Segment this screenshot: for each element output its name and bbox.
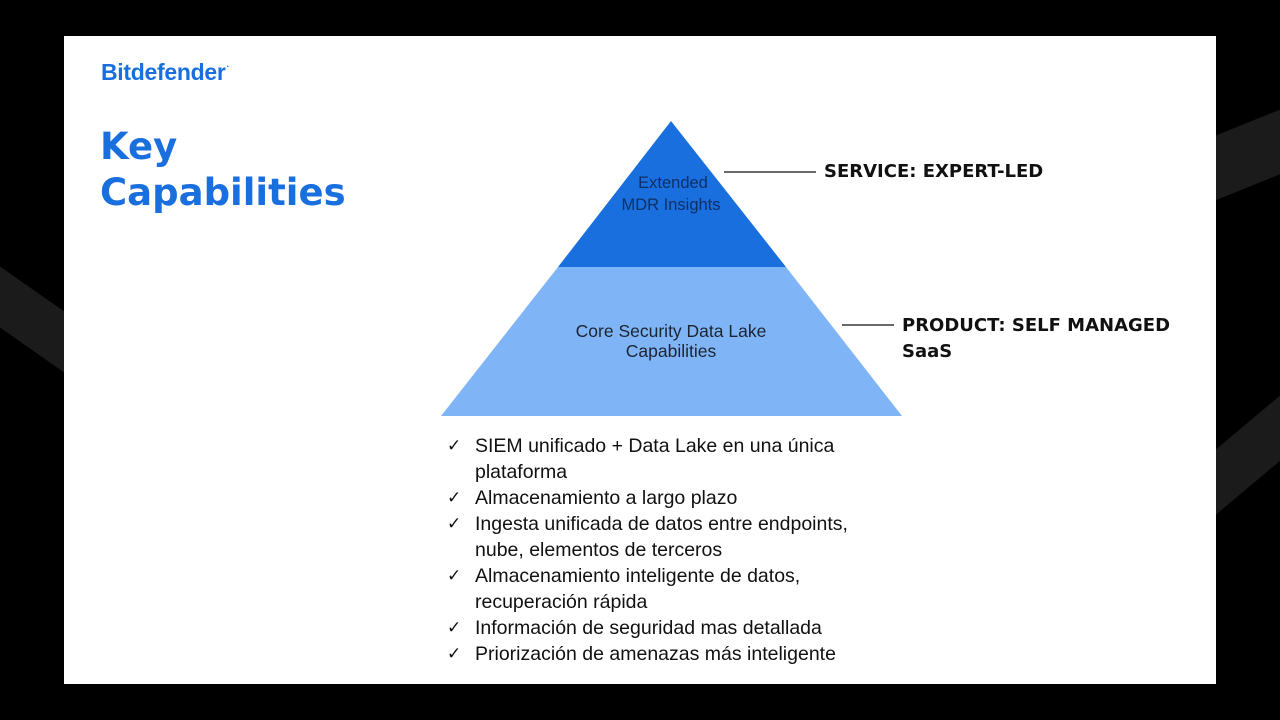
checkmark-icon: ✓ [447,488,462,508]
top-tier-label-line2: MDR Insights [621,196,720,214]
top-tier-label-line1: Extended [638,174,708,192]
list-item-line2: nube, elementos de terceros [475,539,723,561]
list-item: ✓ Almacenamiento inteligente de datos, r… [447,563,917,615]
checkmark-icon: ✓ [447,514,462,534]
list-item-line1: Almacenamiento a largo plazo [475,487,738,509]
logo-text: Bitdefender [101,59,226,85]
list-item-line1: Priorización de amenazas más inteligente [475,643,836,665]
product-label-line2: SaaS [902,341,953,362]
product-label-line1: PRODUCT: SELF MANAGED [902,315,1171,336]
bottom-tier-label-line2: Capabilities [626,341,717,361]
service-label: SERVICE: EXPERT-LED [824,161,1044,182]
bitdefender-logo: Bitdefender. [101,59,229,86]
pyramid-bottom-tier [441,267,902,416]
capability-pyramid: Extended MDR Insights Core Security Data… [441,121,902,416]
list-item: ✓ Ingesta unificada de datos entre endpo… [447,511,917,563]
slide-title-line2: Capabilities [100,171,346,214]
list-item: ✓ Información de seguridad mas detallada [447,615,917,641]
slide-title-line1: Key [100,125,178,168]
product-label: PRODUCT: SELF MANAGED SaaS [902,313,1202,365]
list-item: ✓ SIEM unificado + Data Lake en una únic… [447,433,917,485]
list-item: ✓ Almacenamiento a largo plazo [447,485,917,511]
capabilities-list: ✓ SIEM unificado + Data Lake en una únic… [447,433,917,667]
list-item-line1: Información de seguridad mas detallada [475,617,822,639]
list-item-line1: SIEM unificado + Data Lake en una única [475,435,835,457]
list-item-line2: recuperación rápida [475,591,648,613]
checkmark-icon: ✓ [447,644,462,664]
list-item-line1: Almacenamiento inteligente de datos, [475,565,801,587]
checkmark-icon: ✓ [447,436,462,456]
pyramid-top-tier [558,121,786,267]
bottom-tier-label-line1: Core Security Data Lake [576,321,767,341]
list-item-line2: plataforma [475,461,568,483]
slide-title: Key Capabilities [100,124,346,216]
slide: Bitdefender. Key Capabilities Extended M… [64,36,1216,684]
list-item-line1: Ingesta unificada de datos entre endpoin… [475,513,848,535]
checkmark-icon: ✓ [447,618,462,638]
list-item: ✓ Priorización de amenazas más inteligen… [447,641,917,667]
checkmark-icon: ✓ [447,566,462,586]
logo-mark: . [226,59,230,69]
